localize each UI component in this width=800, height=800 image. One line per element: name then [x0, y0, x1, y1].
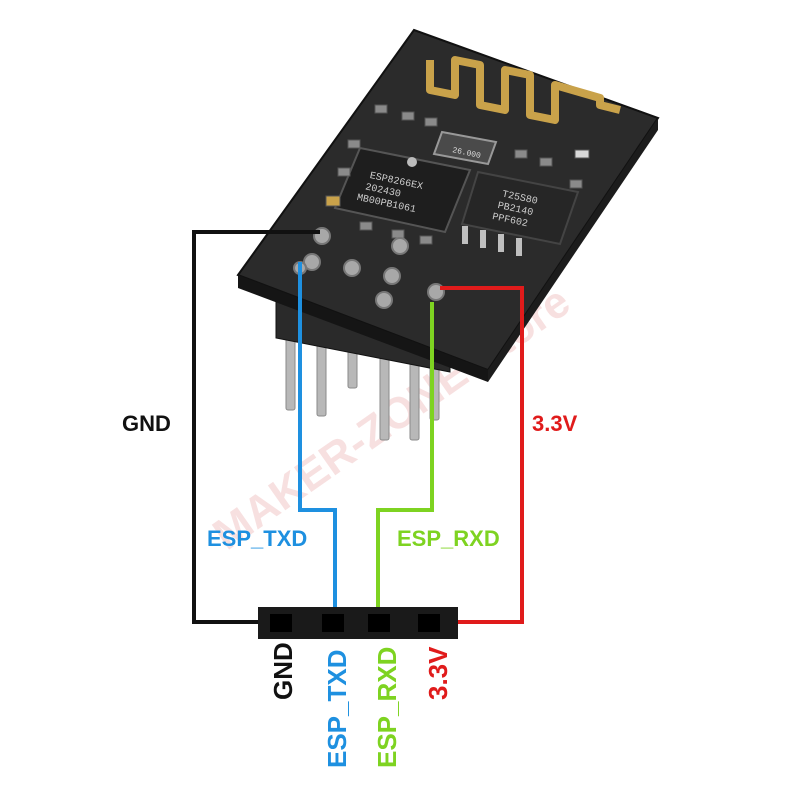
3v3-wire-label: 3.3V [532, 411, 578, 436]
esp8266-chip: ESP8266EX 202430 MB00PB1061 [333, 146, 472, 234]
esp01-board: 26.000 ESP8266EX 202430 MB00PB1061 T25S8… [236, 28, 660, 382]
header-slot-vcc [418, 614, 440, 632]
header-slot-rxd [368, 614, 390, 632]
esp-rxd-wire-label: ESP_RXD [397, 526, 500, 551]
header-label-3v3: 3.3V [423, 646, 453, 701]
header-connector [258, 607, 458, 639]
espressif-logo-icon [407, 157, 417, 167]
esp-rxd-wire [376, 302, 434, 622]
header-slot-gnd [270, 614, 292, 632]
esp-txd-wire [298, 262, 337, 622]
antenna-trace [426, 56, 621, 124]
solder-pads [293, 227, 445, 309]
header-slot-txd [322, 614, 344, 632]
wires [192, 230, 524, 624]
flash-chip: T25S80 PB2140 PPF602 [460, 170, 580, 256]
header-label-esp-txd: ESP_TXD [322, 649, 352, 769]
smd-components [325, 104, 590, 245]
3v3-wire [440, 286, 524, 624]
header-label-esp-rxd: ESP_RXD [372, 646, 402, 768]
gnd-wire-label: GND [122, 411, 171, 436]
svg-text:T25S80 PB2140: T25S80 PB2140 PPF602 [491, 189, 544, 233]
gnd-wire [192, 230, 320, 624]
crystal-oscillator: 26.000 [432, 130, 498, 166]
header-label-gnd: GND [268, 642, 298, 700]
esp-txd-wire-label: ESP_TXD [207, 526, 307, 551]
